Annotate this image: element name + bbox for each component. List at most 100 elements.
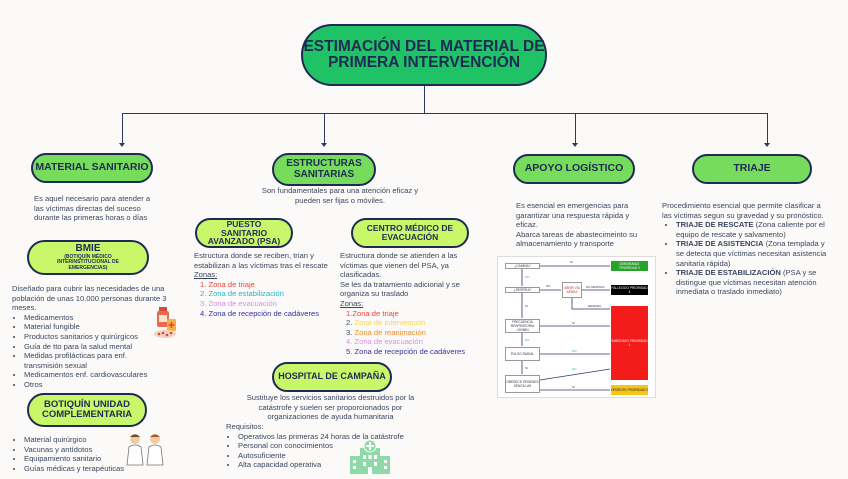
arrow-4	[764, 143, 770, 147]
cme-zone-3: 3. Zona de reanimación	[346, 328, 485, 338]
flow-label-si-4: SI	[525, 366, 528, 370]
flow-q-camina: ¿CAMINA?	[505, 263, 540, 269]
doctors-icon	[124, 432, 166, 466]
estructuras-label: ESTRUCTURAS SANITARIAS	[286, 158, 362, 180]
hospital-label: HOSPITAL DE CAMPAÑA	[278, 371, 386, 382]
apoyo-node: APOYO LOGÍSTICO	[513, 154, 635, 184]
triage-flowchart: ¿CAMINA? ¿RESPIRA? ABRIR VÍA AÉREA FRECU…	[497, 256, 656, 398]
apoyo-label: APOYO LOGÍSTICO	[524, 162, 624, 175]
psa-label: PUESTO SANITARIO AVANZADO (PSA)	[207, 218, 281, 247]
bmie-node: BMIE (BOTIQUÍN MÉDICO INTERINSTITUCIONAL…	[27, 240, 149, 275]
cme-description2: Se les da tratamiento adicional y se org…	[340, 279, 460, 299]
psa-zone-4: 4. Zona de recepción de cadáveres	[200, 308, 320, 318]
list-item: Equipamiento sanitario	[24, 454, 152, 464]
psa-zone-3: 3. Zona de evacuación	[200, 298, 277, 308]
list-item: Productos sanitarios y quirúrgicos	[24, 332, 182, 342]
list-item: Medicamentos enf. cardiovasculares	[24, 370, 182, 380]
material-sanitario-label: MATERIAL SANITARIO	[35, 161, 149, 174]
list-item: Alta capacidad operativa	[238, 460, 426, 470]
triaje-item-title: TRIAJE DE ESTABILIZACIÓN	[676, 268, 781, 278]
cme-zones: 1.Zona de triaje 2. Zona de intervención…	[340, 309, 485, 357]
bmie-list: Medicamentos Material fungible Productos…	[12, 313, 182, 390]
psa-zone-1: 1. Zona de triaje	[200, 279, 255, 289]
apoyo-description: Es esencial en emergencias para garantiz…	[516, 201, 630, 230]
flow-q-obedece: OBEDECE ÓRDENES SENCILLAS	[505, 375, 540, 393]
psa-node: PUESTO SANITARIO AVANZADO (PSA)	[195, 218, 293, 248]
list-item: TRIAJE DE ASISTENCIA (Zona templada y se…	[676, 239, 828, 268]
estructuras-node: ESTRUCTURAS SANITARIAS	[272, 153, 376, 186]
botiquin-label: BOTIQUÍN UNIDAD COMPLEMENTARIA	[42, 399, 133, 420]
hospital-node: HOSPITAL DE CAMPAÑA	[272, 362, 392, 392]
cme-zone-4: 4. Zona de evacuación	[346, 337, 485, 347]
list-item: Medicamentos	[24, 313, 182, 323]
cme-block: Estructura donde se atienden a las vícti…	[340, 251, 485, 357]
cme-zones-label: Zonas:	[340, 298, 364, 308]
list-item: Guías médicas y terapéuticas	[24, 464, 152, 474]
hospital-list: Operativos las primeras 24 horas de la c…	[226, 432, 426, 470]
zone-text: Zona de evacuación	[354, 337, 423, 347]
cme-label: CENTRO MÉDICO DE EVACUACIÓN	[366, 223, 454, 242]
flow-label-si-3: SI	[572, 321, 575, 325]
flow-label-respira: RESPIRA	[588, 304, 602, 308]
hospital-icon	[350, 439, 390, 474]
zone-num: 4.	[346, 337, 353, 347]
main-title-text: ESTIMACIÓN DEL MATERIAL DE PRIMERA INTER…	[303, 37, 545, 71]
list-item: Medidas profilácticas para enf. transmis…	[24, 351, 134, 370]
flow-label-no-3: NO	[525, 338, 530, 342]
zone-text: Zona de triaje	[352, 308, 399, 318]
connector-title	[424, 86, 425, 113]
triaje-item-title: TRIAJE DE ASISTENCIA	[676, 239, 764, 249]
connector-1	[122, 113, 123, 144]
list-item: Material fungible	[24, 322, 182, 332]
flow-result-black: FALLECIDO PRIORIDAD 4	[611, 285, 648, 295]
psa-zones: 1. Zona de triaje 2. Zona de estabilizac…	[194, 280, 344, 318]
material-sanitario-description: Es aquel necesario para atender a las ví…	[34, 194, 151, 223]
estructuras-description: Son fundamentales para una atención efic…	[261, 186, 419, 205]
triaje-label: TRIAJE	[733, 162, 771, 175]
cme-zone-2: 2. Zona de intervención	[346, 318, 485, 328]
hospital-description: Sustituye los servicios sanitarios destr…	[246, 393, 415, 422]
list-item: Personal con conocimientos	[238, 441, 426, 451]
zone-num: 3.	[346, 327, 353, 337]
apoyo-block: Es esencial en emergencias para garantiz…	[516, 201, 648, 249]
zone-num: 1.	[346, 308, 353, 318]
main-title: ESTIMACIÓN DEL MATERIAL DE PRIMERA INTER…	[301, 24, 547, 86]
list-item: Operativos las primeras 24 horas de la c…	[238, 432, 426, 442]
connector-horizontal	[122, 113, 768, 114]
triaje-item-text: (Zona caliente por el equipo de rescate …	[676, 220, 825, 239]
list-item: Vacunas y antídotos	[24, 445, 152, 455]
triaje-item-text: (Zona templada y se detecta que víctimas…	[676, 239, 827, 268]
list-item: Autosuficiente	[238, 451, 426, 461]
zone-text: Zona de reanimación	[354, 327, 426, 337]
flow-label-no-respira: NO RESPIRA	[586, 285, 605, 289]
zone-num: 5.	[346, 346, 353, 356]
psa-block: Estructura donde se reciben, trian y est…	[194, 251, 344, 318]
flow-label-si-5: SI	[572, 385, 575, 389]
bmie-label: BMIE	[75, 243, 101, 254]
list-item: Guía de tto para la salud mental	[24, 342, 182, 352]
list-item: Material quirúrgico	[24, 435, 152, 445]
triaje-node: TRIAJE	[692, 154, 812, 184]
cme-zone-1: 1.Zona de triaje	[346, 309, 485, 319]
zone-text: Zona de recepción de cadáveres	[354, 346, 466, 356]
botiquin-block: Material quirúrgico Vacunas y antídotos …	[12, 435, 152, 473]
zone-num: 2.	[346, 318, 353, 328]
bmie-sublabel: (BOTIQUÍN MÉDICO INTERINSTITUCIONAL DE E…	[57, 253, 119, 271]
psa-description: Estructura donde se reciben, trian y est…	[194, 251, 328, 270]
list-item: TRIAJE DE RESCATE (Zona caliente por el …	[676, 220, 828, 239]
list-item: Otros	[24, 380, 182, 390]
hospital-block: Requisitos: Operativos las primeras 24 h…	[226, 422, 426, 470]
cme-zone-5: 5. Zona de recepción de cadáveres	[346, 347, 485, 357]
psa-zones-label: Zonas:	[194, 270, 218, 280]
flow-q-via-aerea: ABRIR VÍA AÉREA	[562, 282, 582, 298]
flow-arrows	[521, 265, 611, 391]
zone-text: Zona de intervención	[354, 318, 426, 328]
flow-result-yellow: URGENTE PRIORIDAD 2	[611, 385, 648, 395]
triaje-description: Procedimiento esencial que permite clasi…	[662, 201, 824, 220]
connector-3	[575, 113, 576, 144]
arrow-3	[572, 143, 578, 147]
flow-label-no-2: NO	[546, 284, 551, 288]
bmie-block: Diseñado para cubrir las necesidades de …	[12, 284, 182, 390]
flow-label-si-2: SI	[525, 304, 528, 308]
triaje-block: Procedimiento esencial que permite clasi…	[662, 201, 828, 297]
